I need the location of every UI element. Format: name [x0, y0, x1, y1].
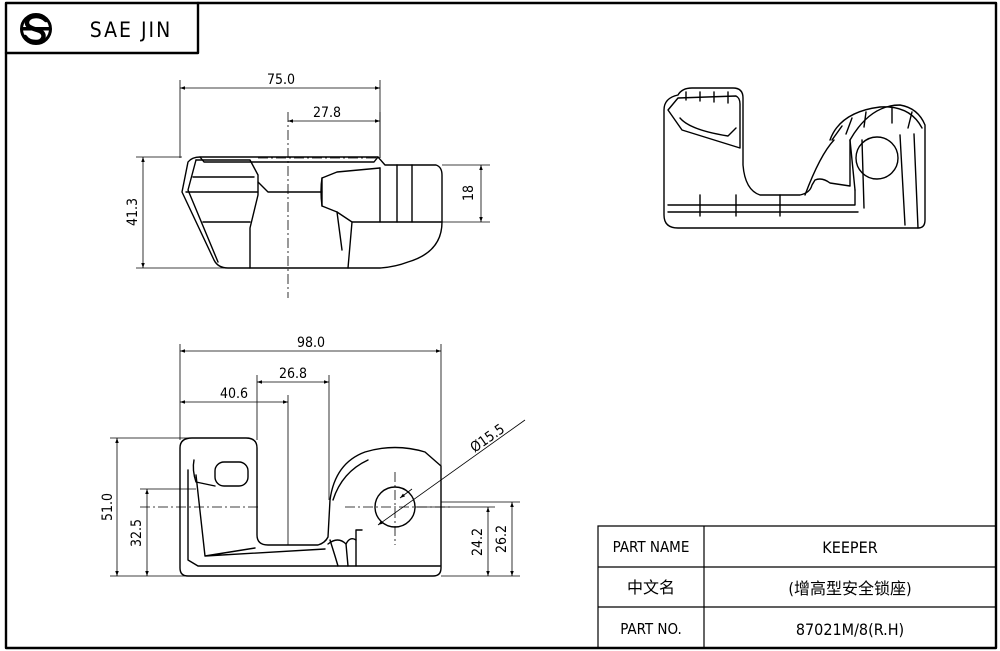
dim-top-height: 41.3 [125, 198, 141, 226]
title-label-part-name: PART NAME [613, 538, 690, 556]
title-value-part-name: KEEPER [822, 538, 877, 557]
sae-jin-logo-icon [20, 13, 52, 45]
dim-top-overall-width: 75.0 [267, 72, 295, 88]
header-box: SAE JIN [4, 1, 200, 55]
dim-top-side-height: 18 [461, 185, 477, 201]
front-view: 98.0 40.6 26.8 Ø15.5 51.0 32.5 24.2 26.2 [100, 335, 526, 577]
dim-front-right-height-1: 24.2 [470, 528, 486, 556]
drawing-border [4, 1, 998, 650]
dim-front-total-height: 51.0 [100, 493, 116, 521]
dim-front-right-height-2: 26.2 [494, 525, 510, 553]
title-block: PART NAME KEEPER 中文名 (增高型安全锁座) PART NO. … [597, 525, 996, 648]
title-label-part-no: PART NO. [620, 620, 682, 638]
company-name: SAE JIN [90, 18, 173, 42]
title-label-chinese-name: 中文名 [627, 578, 675, 597]
dim-front-hole-height: 32.5 [129, 519, 145, 547]
dim-front-hole-diameter: Ø15.5 [468, 421, 508, 456]
top-view: 75.0 27.8 41.3 18 [125, 72, 490, 298]
dim-front-slot-width: 26.8 [279, 366, 307, 382]
dim-top-offset-width: 27.8 [313, 105, 341, 121]
title-value-part-no: 87021M/8(R.H) [796, 620, 904, 639]
dim-front-overall-width: 98.0 [297, 335, 325, 351]
dim-front-left-offset: 40.6 [220, 386, 248, 402]
title-value-chinese-name: (增高型安全锁座) [788, 579, 911, 598]
isometric-view [663, 87, 926, 229]
